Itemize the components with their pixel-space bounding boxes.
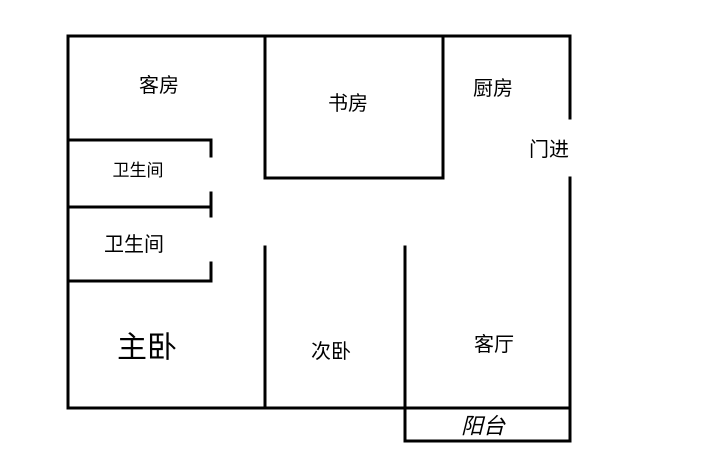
label-guest-room: 客房	[139, 73, 179, 97]
label-kitchen: 厨房	[473, 76, 513, 100]
label-bathroom-2: 卫生间	[104, 232, 164, 256]
label-bathroom-1: 卫生间	[113, 161, 164, 181]
label-entrance: 门进	[529, 137, 569, 161]
label-study: 书房	[328, 91, 368, 115]
label-balcony: 阳台	[461, 415, 506, 440]
label-living-room: 客厅	[474, 332, 514, 356]
label-master-bedroom: 主卧	[117, 331, 177, 366]
label-second-bedroom: 次卧	[311, 339, 351, 363]
